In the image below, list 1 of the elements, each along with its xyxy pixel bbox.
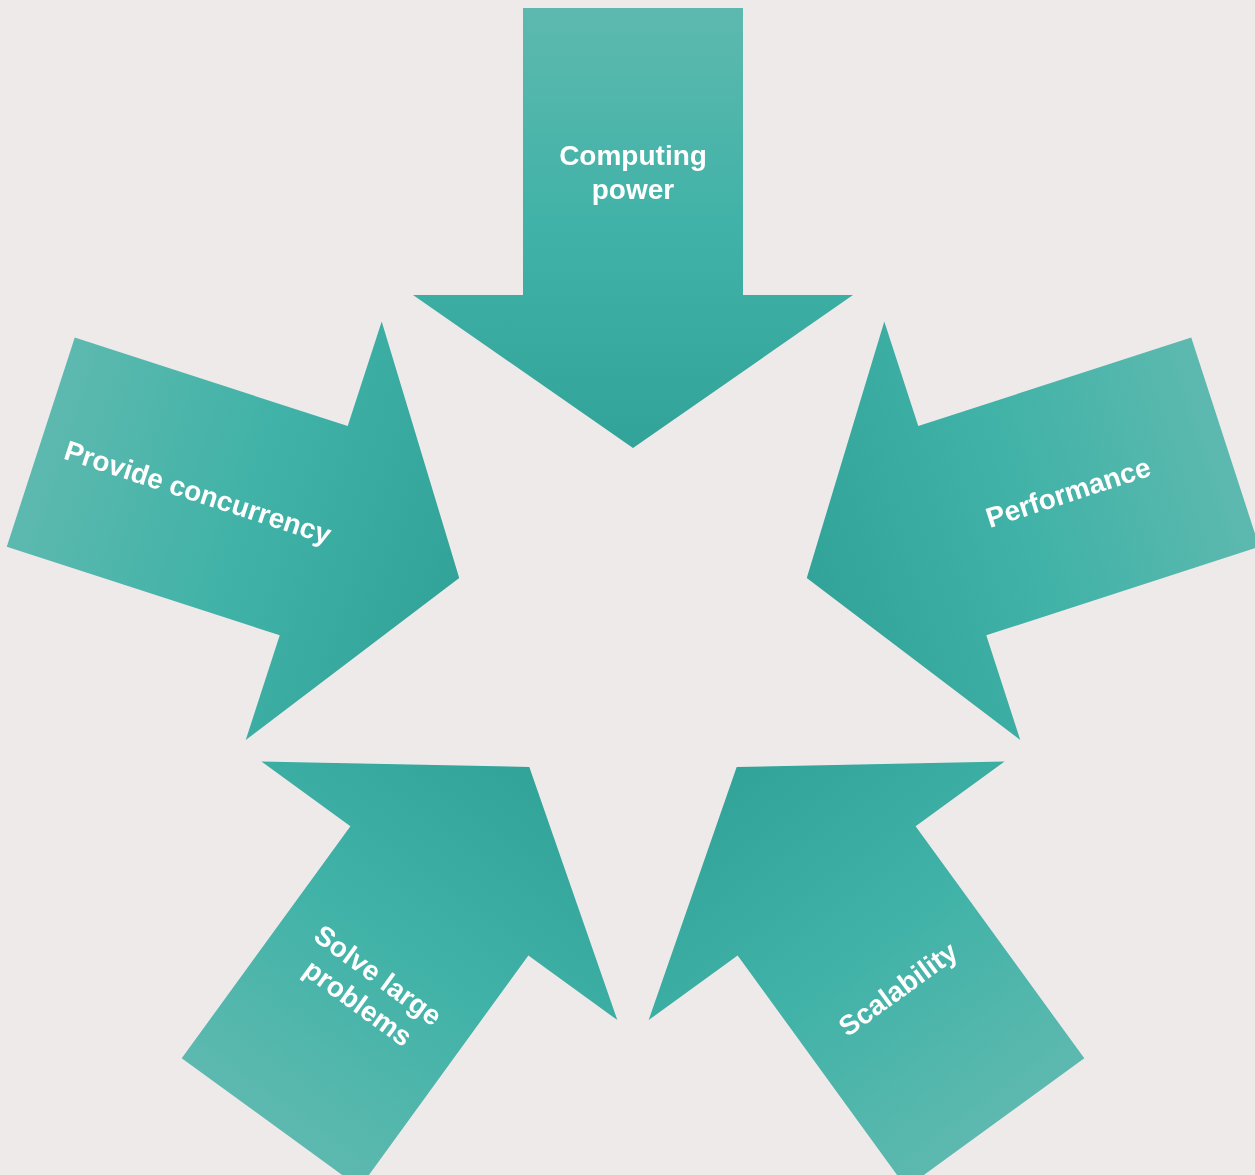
arrow-label: Computing power	[558, 139, 708, 207]
